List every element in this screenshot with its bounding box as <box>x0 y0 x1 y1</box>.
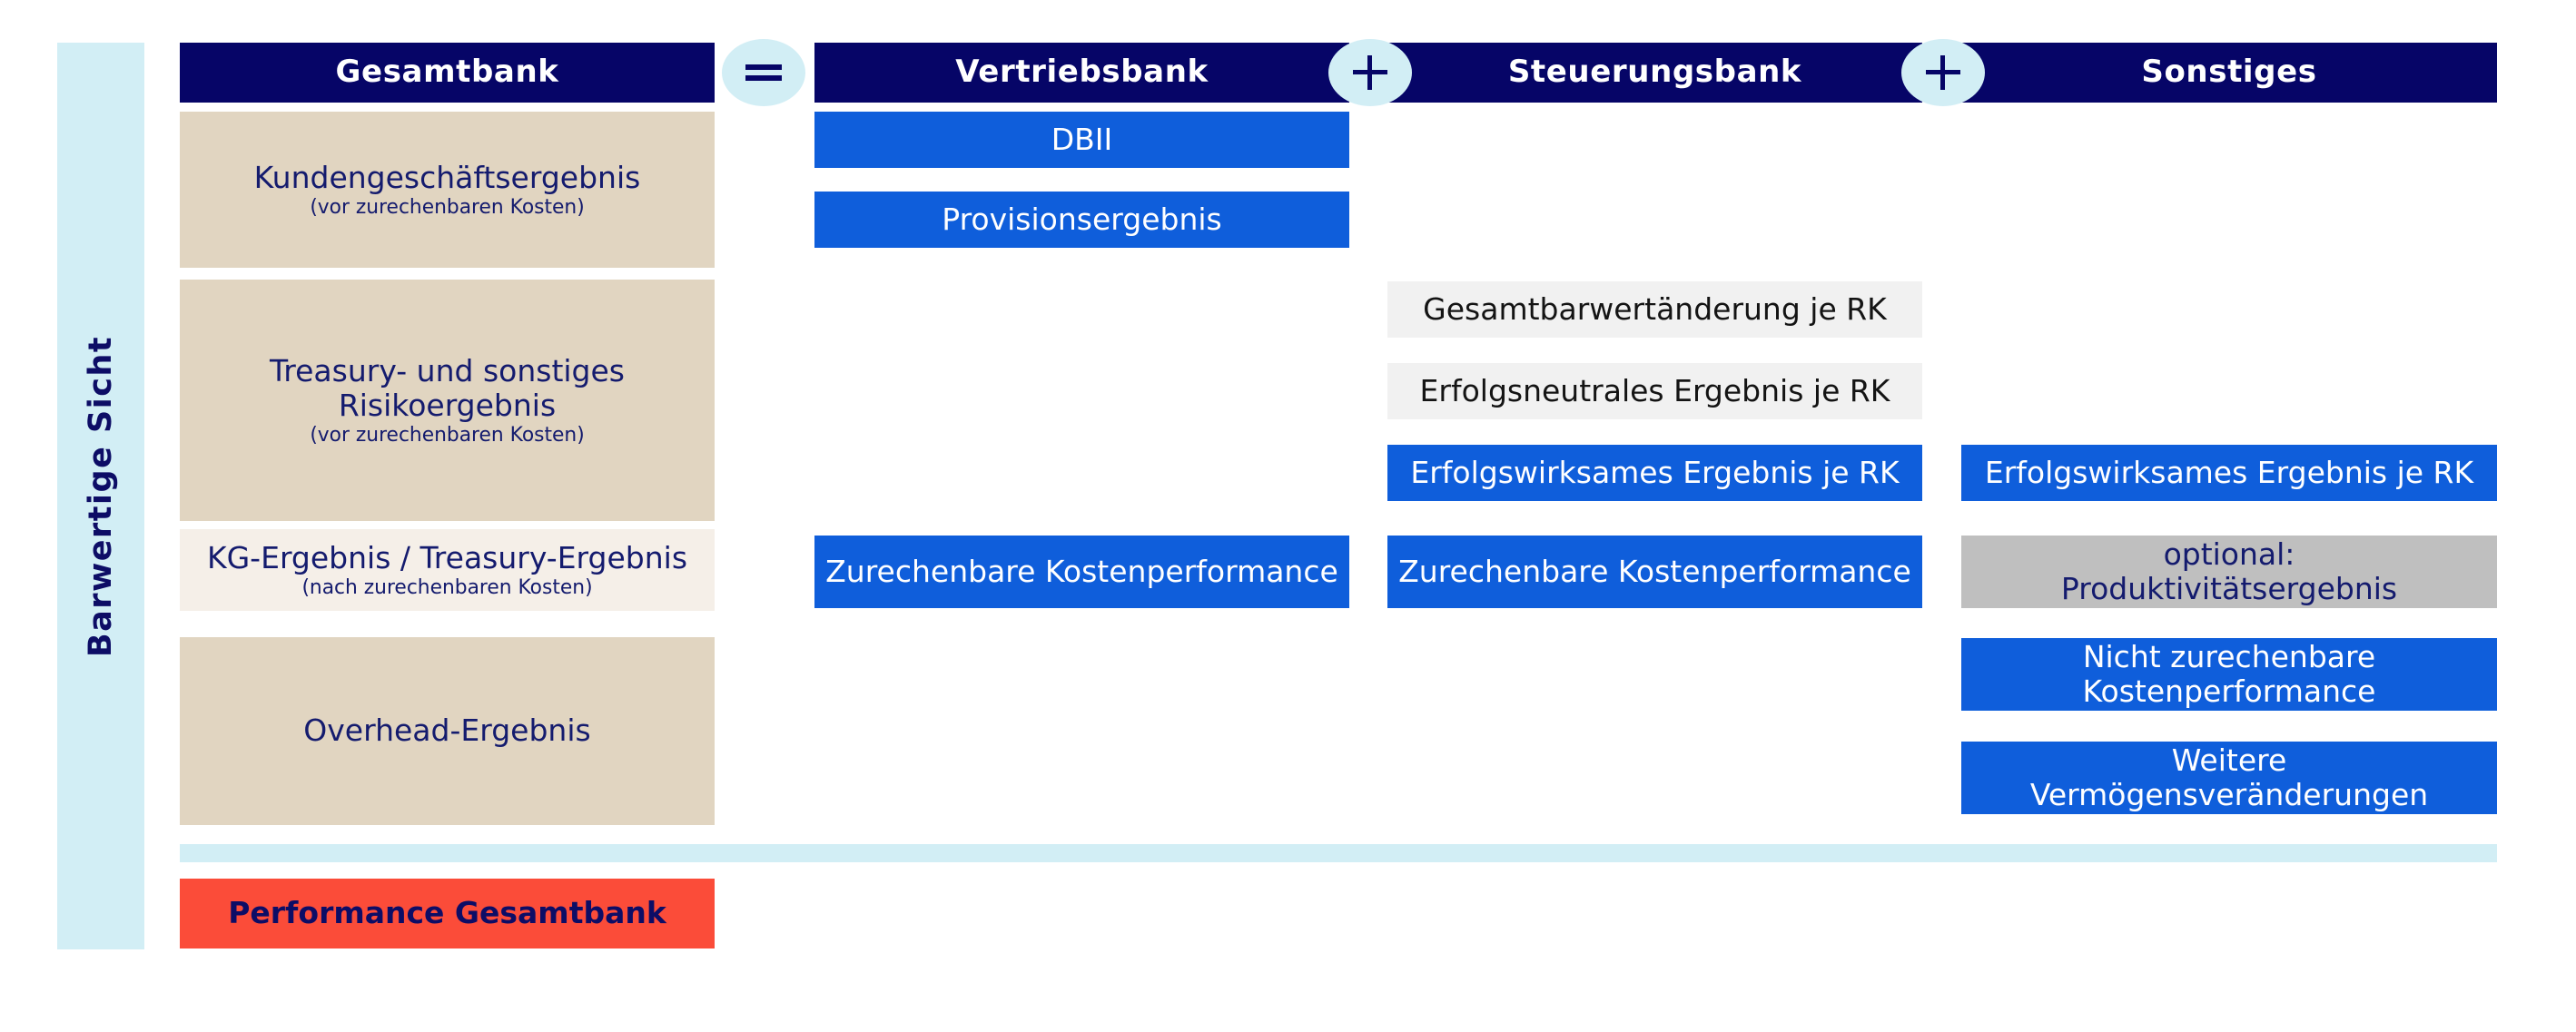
box-subtitle: (nach zurechenbaren Kosten) <box>301 576 593 599</box>
box-gesamtbarwertaenderung-je-rk[interactable]: Gesamtbarwertänderung je RK <box>1387 281 1922 338</box>
box-title: Gesamtbarwertänderung je RK <box>1423 290 1887 327</box>
box-title: Weitere Vermögensveränderungen <box>2029 742 2429 812</box>
box-label: optional: Produktivitätsergebnis <box>1970 536 2488 607</box>
box-title: optional: <box>2163 536 2295 572</box>
column-header-gesamtbank-label: Gesamtbank <box>335 54 559 91</box>
box-subtitle: (vor zurechenbaren Kosten) <box>310 196 585 219</box>
box-title: Provisionsergebnis <box>942 201 1222 237</box>
box-performance-gesamtbank[interactable]: Performance Gesamtbank <box>180 879 715 948</box>
box-label: KG-Ergebnis / Treasury-Ergebnis (nach zu… <box>189 539 706 600</box>
box-title: Erfolgsneutrales Ergebnis je RK <box>1419 372 1890 408</box>
section-divider <box>180 844 2497 862</box>
column-header-vertriebsbank[interactable]: Vertriebsbank <box>814 43 1349 103</box>
box-subtitle: (vor zurechenbaren Kosten) <box>310 424 585 447</box>
column-header-sonstiges[interactable]: Sonstiges <box>1961 43 2497 103</box>
column-header-vertriebsbank-label: Vertriebsbank <box>955 54 1209 91</box>
box-title: DBII <box>1051 121 1113 157</box>
box-zurechenbare-kostenperformance-vertriebsbank[interactable]: Zurechenbare Kostenperformance <box>814 536 1349 608</box>
box-title: Zurechenbare Kostenperformance <box>825 553 1338 589</box>
column-header-gesamtbank[interactable]: Gesamtbank <box>180 43 715 103</box>
box-erfolgsneutrales-ergebnis-je-rk[interactable]: Erfolgsneutrales Ergebnis je RK <box>1387 363 1922 419</box>
column-header-sonstiges-label: Sonstiges <box>2141 54 2317 91</box>
equals-operator-icon <box>722 39 805 106</box>
box-title: Treasury- und sonstiges Risikoergebnis <box>269 352 625 423</box>
box-dbii[interactable]: DBII <box>814 112 1349 168</box>
box-title: KG-Ergebnis / Treasury-Ergebnis <box>206 539 688 575</box>
plus-operator-icon <box>1328 39 1412 106</box>
box-label: Kundengeschäftsergebnis (vor zurechenbar… <box>189 159 706 220</box>
column-header-steuerungsbank-label: Steuerungsbank <box>1507 54 1802 91</box>
side-band-label: Barwertige Sicht <box>83 335 119 657</box>
box-overhead-ergebnis[interactable]: Overhead-Ergebnis <box>180 637 715 825</box>
box-title: Overhead-Ergebnis <box>303 713 591 749</box>
box-title: Nicht zurechenbare Kostenperformance <box>2082 638 2376 709</box>
box-title: Erfolgswirksames Ergebnis je RK <box>1410 454 1900 490</box>
plus-operator-icon <box>1901 39 1985 106</box>
box-weitere-vermoegensveraenderungen[interactable]: Weitere Vermögensveränderungen <box>1961 742 2497 814</box>
box-title: Erfolgswirksames Ergebnis je RK <box>1984 454 2474 490</box>
box-treasury-und-sonstiges-risikoergebnis[interactable]: Treasury- und sonstiges Risikoergebnis (… <box>180 280 715 521</box>
box-erfolgswirksames-ergebnis-je-rk-steuerungsbank[interactable]: Erfolgswirksames Ergebnis je RK <box>1387 445 1922 501</box>
box-title: Zurechenbare Kostenperformance <box>1398 553 1911 589</box>
box-zurechenbare-kostenperformance-steuerungsbank[interactable]: Zurechenbare Kostenperformance <box>1387 536 1922 608</box>
box-nicht-zurechenbare-kostenperformance[interactable]: Nicht zurechenbare Kostenperformance <box>1961 638 2497 711</box>
box-provisionsergebnis[interactable]: Provisionsergebnis <box>814 192 1349 248</box>
box-label: Treasury- und sonstiges Risikoergebnis (… <box>189 352 706 447</box>
box-title: Kundengeschäftsergebnis <box>253 159 641 195</box>
box-kg-ergebnis-treasury-ergebnis[interactable]: KG-Ergebnis / Treasury-Ergebnis (nach zu… <box>180 529 715 611</box>
box-subtitle: Produktivitätsergebnis <box>2060 571 2398 606</box>
box-optional-produktivitaetsergebnis[interactable]: optional: Produktivitätsergebnis <box>1961 536 2497 608</box>
box-erfolgswirksames-ergebnis-je-rk-sonstiges[interactable]: Erfolgswirksames Ergebnis je RK <box>1961 445 2497 501</box>
box-title: Performance Gesamtbank <box>228 895 666 931</box>
side-band-barwertige-sicht: Barwertige Sicht <box>57 43 144 949</box>
box-kundengeschaeftsergebnis[interactable]: Kundengeschäftsergebnis (vor zurechenbar… <box>180 112 715 268</box>
column-header-steuerungsbank[interactable]: Steuerungsbank <box>1387 43 1922 103</box>
